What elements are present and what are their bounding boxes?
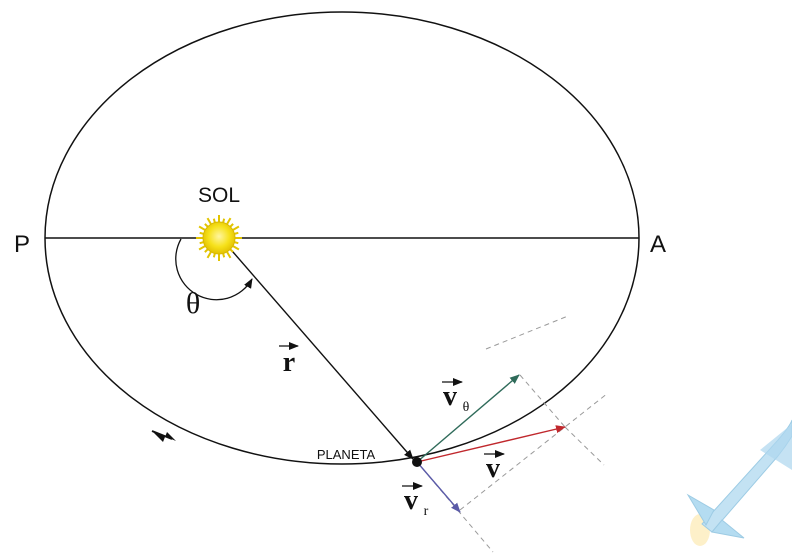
radius-vector-label: r bbox=[279, 342, 299, 378]
svg-text:r: r bbox=[424, 504, 429, 519]
planet-label: PLANETA bbox=[317, 447, 376, 462]
svg-text:θ: θ bbox=[463, 400, 470, 415]
sun-label: SOL bbox=[198, 184, 240, 207]
velocity-label: v bbox=[484, 450, 505, 484]
aphelion-label: A bbox=[650, 231, 666, 258]
sun-icon bbox=[196, 215, 242, 261]
rocket-icon bbox=[686, 419, 792, 546]
planet-dot bbox=[412, 457, 422, 467]
perihelion-label: P bbox=[14, 231, 30, 258]
svg-text:r: r bbox=[283, 347, 295, 378]
svg-text:v: v bbox=[486, 453, 500, 484]
svg-text:v: v bbox=[443, 381, 457, 412]
v-r-arrow bbox=[416, 461, 461, 513]
v-r-label: v r bbox=[402, 482, 429, 519]
svg-text:v: v bbox=[404, 485, 418, 516]
theta-label: θ bbox=[186, 287, 200, 320]
theta-angle-arc bbox=[175, 238, 253, 301]
radius-vector-arrow bbox=[232, 251, 414, 460]
velocity-arrow bbox=[416, 425, 566, 463]
guide-lines bbox=[416, 315, 609, 553]
v-theta-arrow bbox=[416, 374, 520, 463]
v-theta-label: v θ bbox=[442, 378, 470, 415]
